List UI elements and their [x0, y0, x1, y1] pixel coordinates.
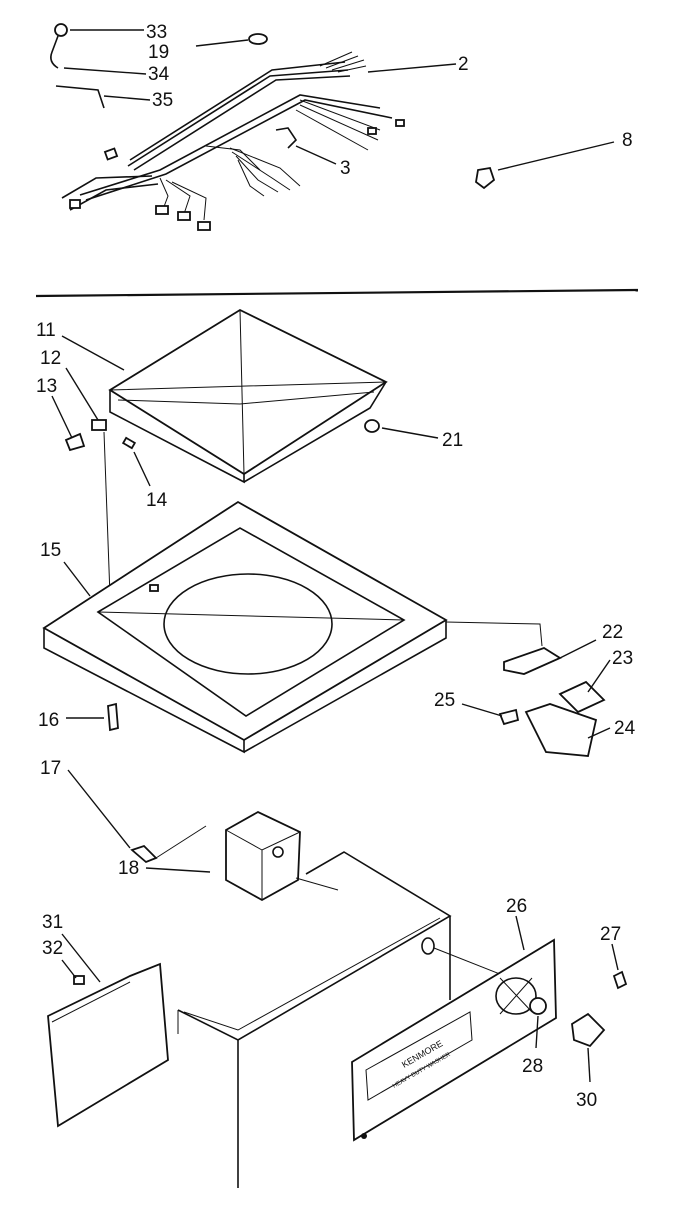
control-panel: KENMORE HEAVY DUTY WASHER [351, 938, 628, 1142]
part-35-icon [55, 85, 105, 109]
section-divider [35, 288, 639, 298]
label-16: 16 [38, 710, 59, 731]
part-22-icon [503, 647, 562, 675]
part-16-icon [107, 702, 119, 732]
label-34: 34 [148, 64, 170, 85]
label-28: 28 [522, 1056, 543, 1077]
part-28-icon [529, 997, 547, 1015]
part-8-icon [475, 166, 496, 190]
part-12-icon [91, 419, 107, 431]
part-14-icon [121, 436, 137, 450]
part-3-icon [275, 127, 298, 149]
part-33-icon [54, 23, 68, 37]
part-24-icon [524, 703, 598, 757]
label-32: 32 [42, 938, 63, 959]
top-small-parts [50, 23, 496, 190]
label-2: 2 [458, 54, 469, 75]
part-32-icon [73, 975, 85, 985]
label-25: 25 [434, 690, 455, 711]
label-17: 17 [40, 758, 61, 779]
cabinet [177, 851, 511, 1188]
lid-switch-parts [498, 647, 606, 757]
washer-top [42, 500, 543, 754]
part-21-icon [364, 419, 380, 433]
label-31: 31 [42, 912, 63, 933]
label-35: 35 [152, 90, 173, 111]
label-33: 33 [146, 22, 167, 43]
leader-lines [51, 29, 619, 1083]
label-14: 14 [146, 490, 168, 511]
label-21: 21 [442, 430, 463, 451]
part-27-icon [612, 970, 628, 990]
label-18: 18 [118, 858, 139, 879]
label-23: 23 [612, 648, 633, 669]
label-8: 8 [622, 130, 633, 151]
part-34-icon [50, 35, 59, 69]
label-27: 27 [600, 924, 621, 945]
part-25-icon [498, 708, 520, 726]
label-19: 19 [148, 42, 169, 63]
part-19-icon [248, 33, 268, 45]
timer-18 [225, 810, 339, 902]
label-22: 22 [602, 622, 623, 643]
label-12: 12 [40, 348, 61, 369]
part-labels: 33 19 34 35 2 3 8 11 12 13 14 21 15 16 2… [36, 22, 636, 1111]
washer-lid [64, 308, 388, 597]
label-30: 30 [576, 1090, 597, 1111]
access-panel [47, 962, 169, 1128]
label-3: 3 [340, 158, 351, 179]
label-11: 11 [36, 320, 56, 341]
label-26: 26 [506, 896, 527, 917]
label-13: 13 [36, 376, 57, 397]
label-24: 24 [614, 718, 636, 739]
part-30-icon [571, 1012, 606, 1048]
part-13-icon [64, 432, 86, 452]
part-23-icon [558, 680, 606, 714]
label-15: 15 [40, 540, 61, 561]
wire-harness [61, 51, 405, 231]
